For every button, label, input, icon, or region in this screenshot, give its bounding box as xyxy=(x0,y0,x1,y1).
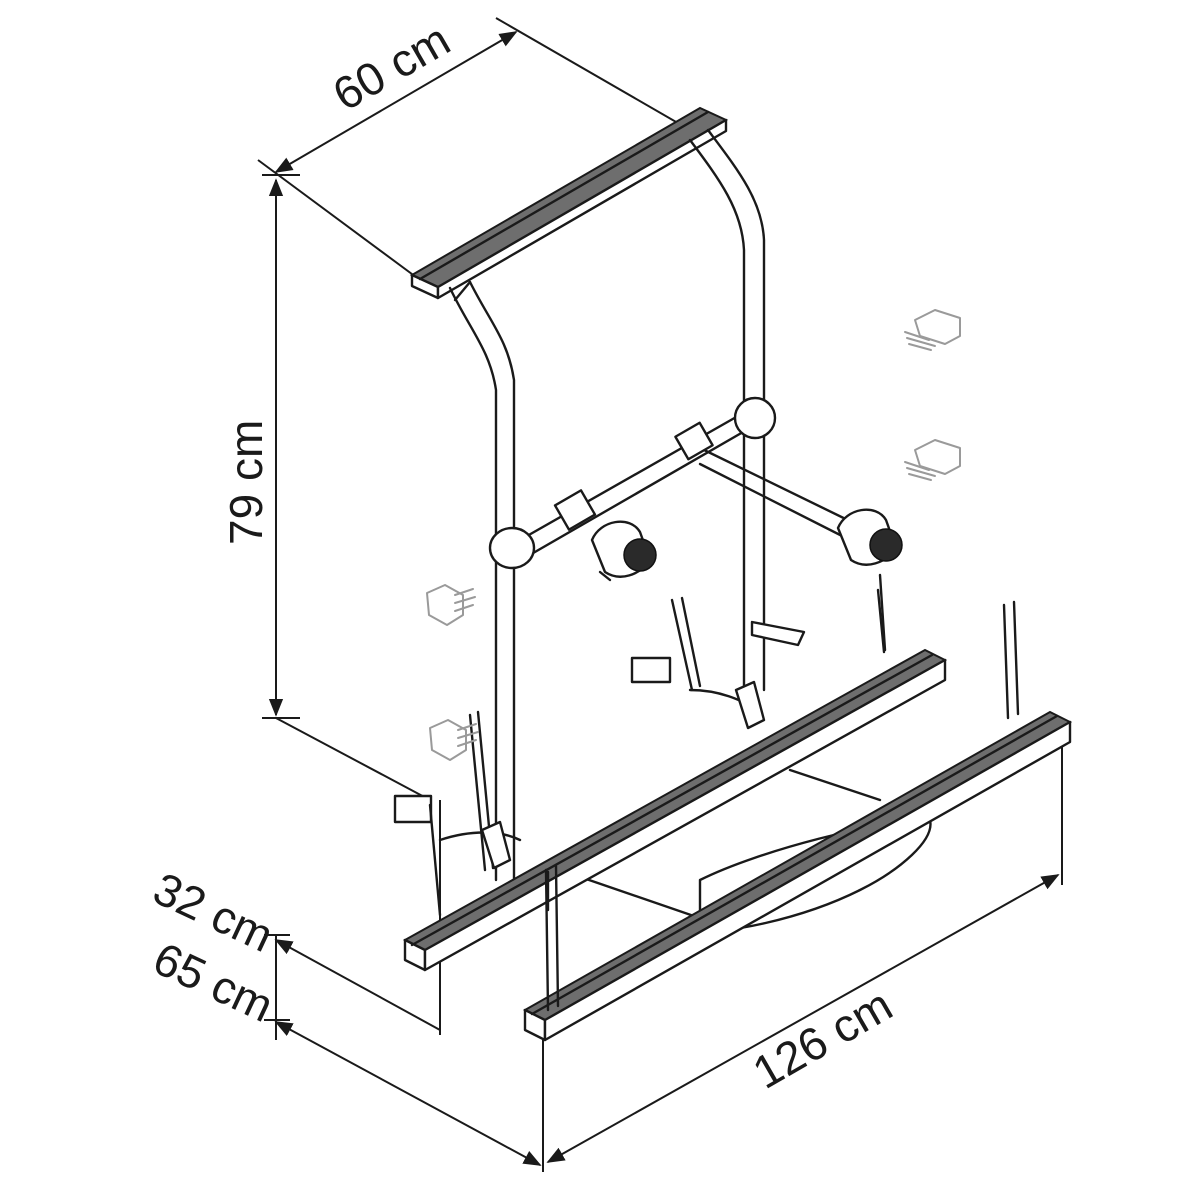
support-bars xyxy=(488,396,862,570)
top-crossbar xyxy=(409,106,729,300)
left-joint-clamp xyxy=(488,526,536,570)
dimension-height: 79 cm xyxy=(220,174,300,719)
right-joint-clamp xyxy=(733,396,777,440)
bar-clamp xyxy=(553,489,597,531)
wheel-posts xyxy=(544,588,1020,1012)
frame-holder-right xyxy=(836,508,903,652)
dimension-depth: 32 cm 65 cm xyxy=(146,800,542,1166)
bike-carrier-mount-icon xyxy=(904,309,961,351)
lower-mount-right xyxy=(688,680,766,730)
right-upright xyxy=(688,128,766,692)
knob-icon xyxy=(869,528,903,562)
height-label: 79 cm xyxy=(220,420,272,545)
lower-mount-left xyxy=(393,710,522,917)
wheel-strap xyxy=(630,596,806,692)
bracket xyxy=(750,620,806,647)
bike-carrier-mount-icon xyxy=(904,439,961,481)
bar-clamp xyxy=(674,421,714,461)
knob-icon xyxy=(623,538,657,572)
lock-box xyxy=(393,794,433,824)
rear-wheel-rail xyxy=(402,648,948,972)
bike-carrier-mount-icon xyxy=(429,719,479,761)
lock-box xyxy=(630,656,672,684)
frame-holder-left xyxy=(590,520,657,582)
front-wheel-rail xyxy=(522,710,1073,1042)
bike-carrier-mount-icon xyxy=(426,584,476,626)
left-upright xyxy=(448,280,516,882)
